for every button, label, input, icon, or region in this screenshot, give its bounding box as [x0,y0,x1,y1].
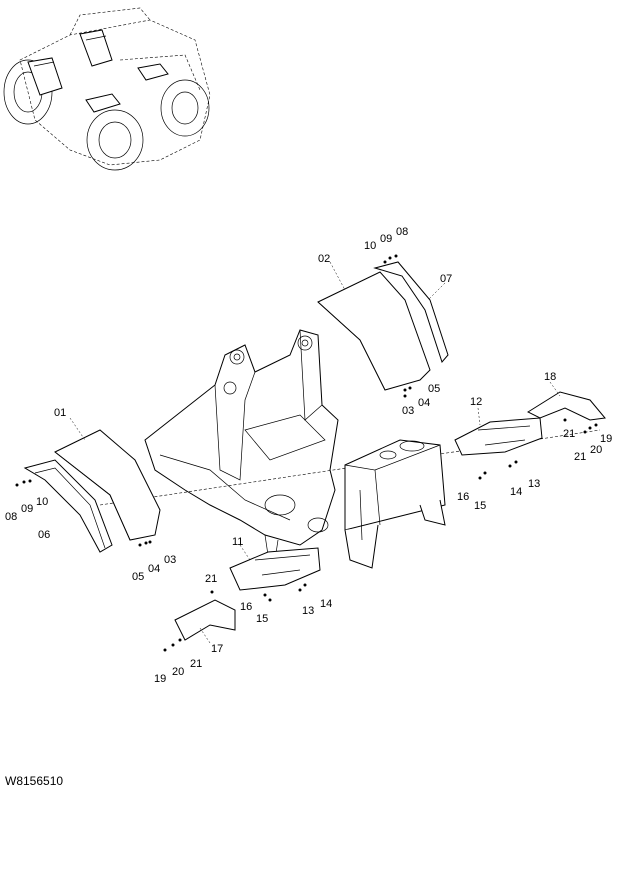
callout-21-left-upper: 21 [205,573,217,585]
callout-10-right: 10 [364,240,376,252]
callout-13-left: 13 [302,605,314,617]
left-fender-assembly [23,429,161,553]
callout-03-left: 03 [164,554,176,566]
callout-11: 11 [232,536,243,548]
thumb-rear-fender-left [85,93,121,113]
rear-fender-right-assembly [454,391,606,456]
bracket-11 [229,547,321,591]
callout-15-left: 15 [256,613,268,625]
machine-locator-thumbnail [3,7,211,171]
callout-03-right: 03 [402,405,414,417]
drawing-code: W8156510 [5,774,63,788]
bracket-12 [454,417,543,456]
callout-20-left: 20 [172,666,184,678]
callout-02: 02 [318,253,330,265]
thumb-fender-front-left [27,57,63,96]
callout-21-right-lower: 21 [574,451,586,463]
callout-17: 17 [211,643,223,655]
callout-19-left: 19 [154,673,166,685]
fender-18 [526,391,606,421]
callout-12: 12 [470,396,482,408]
callout-labels: 01 02 07 10 09 08 05 04 03 08 09 10 06 0… [5,226,612,685]
fender-edge-06 [23,459,113,553]
callout-10-left: 10 [36,496,48,508]
callout-16-left: 16 [240,601,252,613]
callout-08-left: 08 [5,511,17,523]
callout-13-right: 13 [528,478,540,490]
callout-21-left-lower: 21 [190,658,202,670]
callout-05-left: 05 [132,571,144,583]
callout-09-right: 09 [380,233,392,245]
leader-lines [15,254,598,652]
callout-14-left: 14 [320,598,332,610]
fender-17 [174,599,236,641]
callout-20-right: 20 [590,444,602,456]
right-fender-assembly [317,261,449,391]
rear-fender-left-assembly [174,547,321,641]
fender-edge-07 [373,261,449,364]
callout-18: 18 [544,371,556,383]
callout-19-right: 19 [600,433,612,445]
callout-09-left: 09 [21,503,33,515]
callout-14-right: 14 [510,486,522,498]
callout-06: 06 [38,529,50,541]
rear-frame-center [344,439,446,569]
callout-16-right: 16 [457,491,469,503]
callout-07: 07 [440,273,452,285]
thumb-rear-fender-right [137,63,169,81]
callout-01: 01 [54,407,66,419]
callout-08-right: 08 [396,226,408,238]
thumb-fender-front-right [79,29,113,67]
callout-21-right-upper: 21 [563,428,575,440]
callout-15-right: 15 [474,500,486,512]
callout-05-right: 05 [428,383,440,395]
callout-04-left: 04 [148,563,160,575]
callout-04-right: 04 [418,397,430,409]
